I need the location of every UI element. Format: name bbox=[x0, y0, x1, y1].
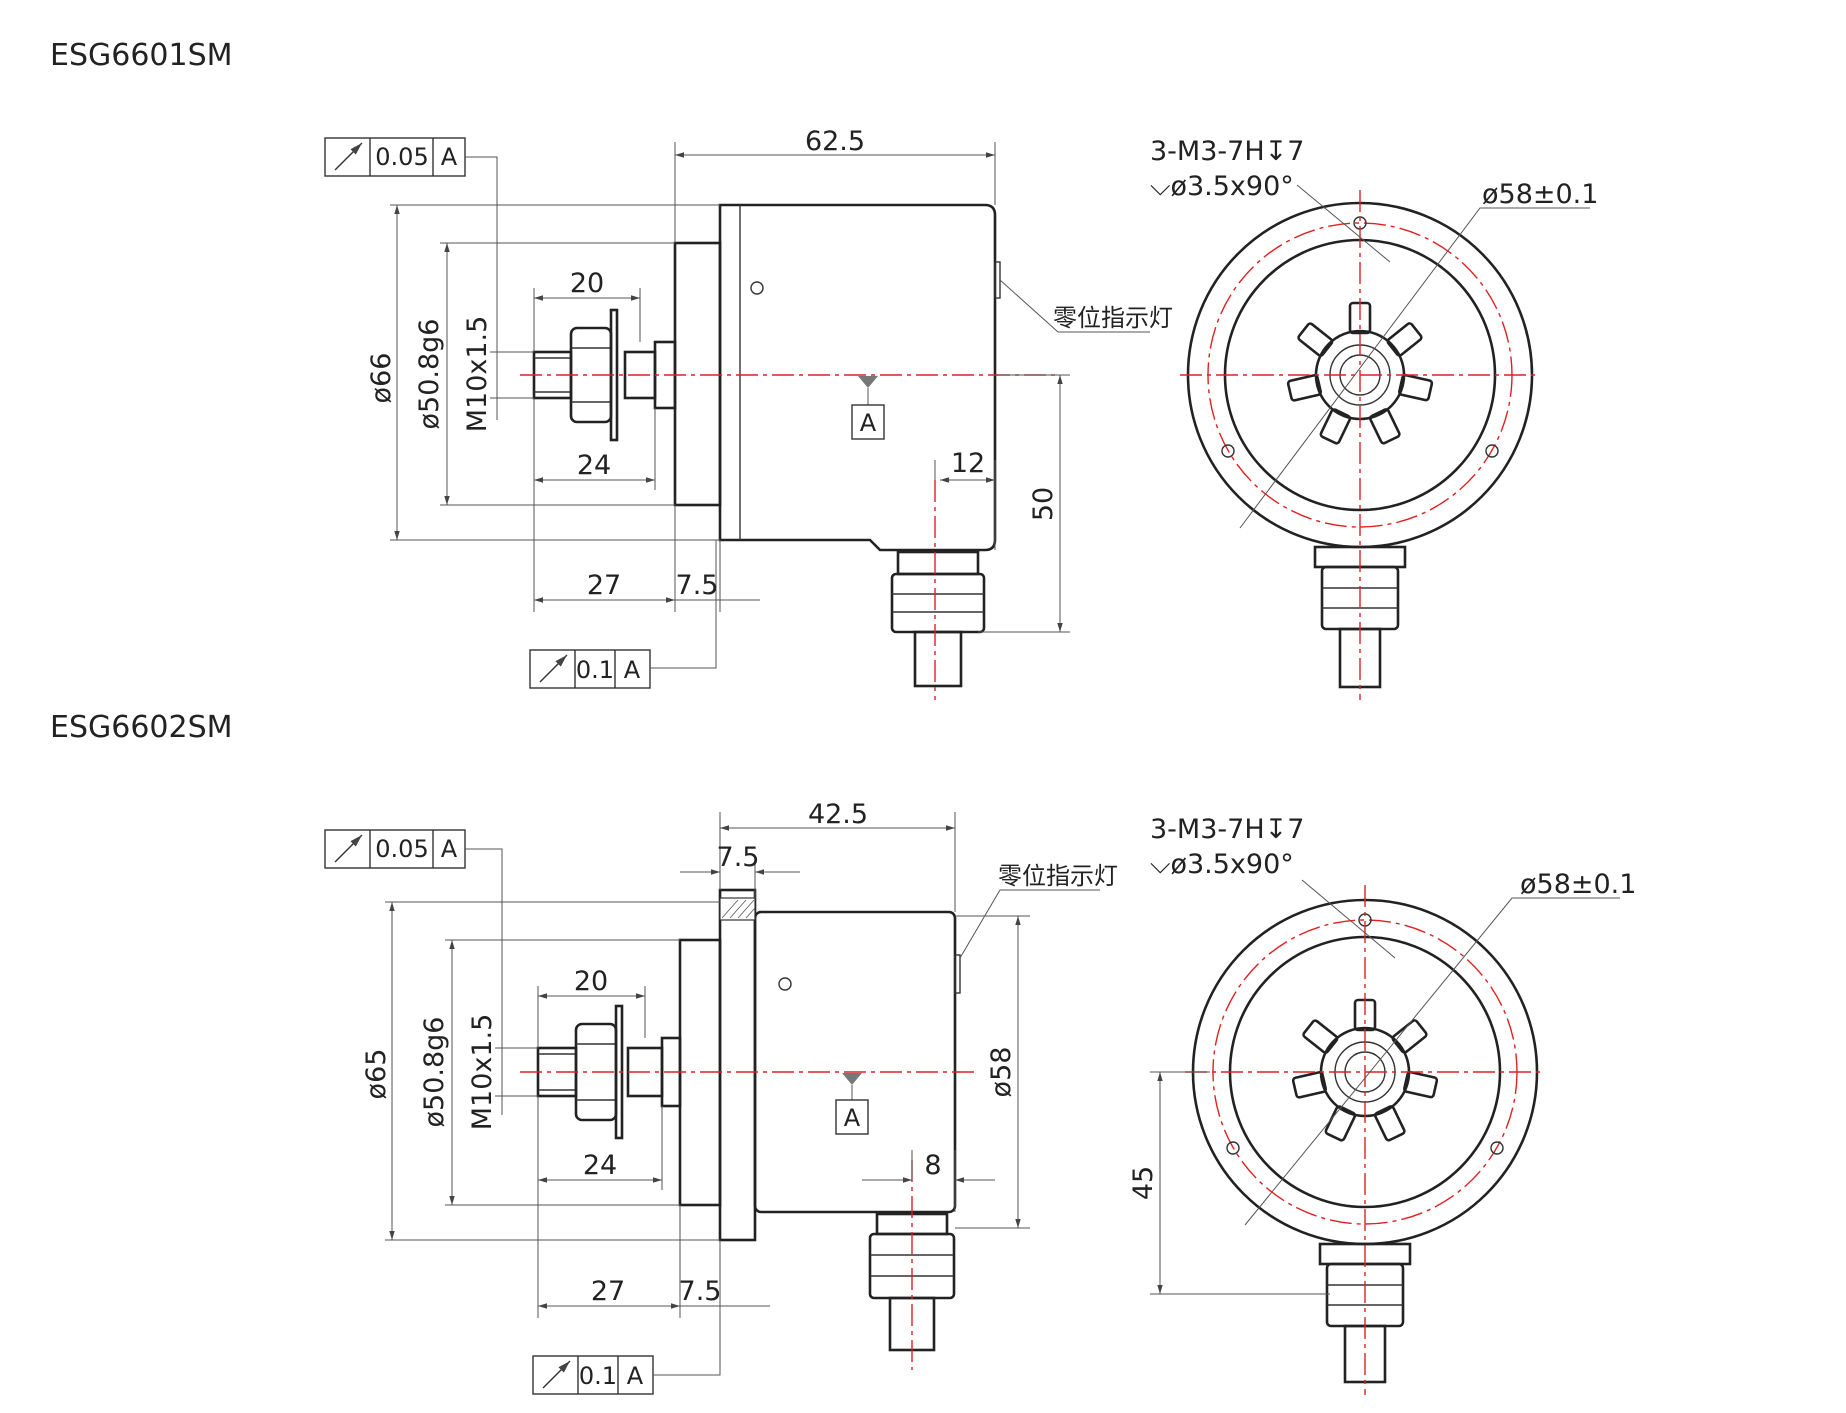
svg-text:A: A bbox=[441, 143, 458, 171]
svg-text:7.5: 7.5 bbox=[676, 570, 719, 601]
connector-height-dim: 45 bbox=[1128, 1166, 1159, 1200]
dim-body-dia: ø58 bbox=[955, 915, 1030, 1229]
svg-text:零位指示灯: 零位指示灯 bbox=[1053, 304, 1173, 332]
svg-text:A: A bbox=[624, 656, 641, 684]
dim-thread: M10x1.5 bbox=[467, 1014, 538, 1131]
dim-outer-dia: ø66 bbox=[366, 204, 720, 541]
svg-text:ø66: ø66 bbox=[366, 353, 397, 404]
housing-outline bbox=[718, 203, 997, 552]
svg-text:50: 50 bbox=[1028, 487, 1059, 521]
dim-nut-length: 20 bbox=[533, 268, 641, 352]
dim-shaft-length: 24 bbox=[533, 398, 656, 490]
drawing-esg6601sm: ESG6601SM bbox=[50, 38, 1598, 700]
bolt-circle-dim: ø58±0.1 bbox=[1520, 869, 1636, 900]
svg-text:8: 8 bbox=[924, 1150, 941, 1181]
svg-text:ø58: ø58 bbox=[986, 1047, 1017, 1098]
datum-a: A bbox=[851, 376, 885, 440]
svg-text:零位指示灯: 零位指示灯 bbox=[998, 862, 1118, 890]
svg-text:M10x1.5: M10x1.5 bbox=[462, 316, 493, 433]
screw-icon bbox=[750, 281, 764, 295]
connector-gland bbox=[890, 572, 986, 634]
dim-connector-offset: 8 bbox=[862, 1150, 995, 1212]
svg-text:20: 20 bbox=[574, 966, 608, 997]
svg-text:ø50.8g6: ø50.8g6 bbox=[414, 319, 445, 430]
hole-spec: 3-M3-7H↧7 bbox=[1150, 814, 1304, 845]
svg-text:62.5: 62.5 bbox=[805, 126, 865, 157]
indicator-leader: 零位指示灯 bbox=[959, 862, 1118, 959]
tolerance-frame-bottom: 0.1 A bbox=[529, 540, 717, 689]
svg-text:24: 24 bbox=[577, 450, 611, 481]
tolerance-frame-bottom: 0.1 A bbox=[532, 1240, 721, 1395]
screw-icon bbox=[778, 977, 792, 991]
dim-nut-length: 20 bbox=[537, 966, 646, 1048]
zero-indicator bbox=[954, 954, 961, 994]
svg-text:7.5: 7.5 bbox=[679, 1276, 722, 1307]
svg-text:42.5: 42.5 bbox=[808, 799, 868, 830]
svg-text:0.05: 0.05 bbox=[375, 835, 428, 863]
dim-shaft-length: 24 bbox=[537, 1096, 663, 1190]
dim-connector-offset: 12 bbox=[934, 448, 996, 550]
mounting-hole bbox=[1221, 444, 1235, 458]
hole-spec: ⌵ø3.5x90° bbox=[1150, 171, 1294, 202]
mounting-hole bbox=[1485, 444, 1499, 458]
bolt-circle-dim: ø58±0.1 bbox=[1482, 179, 1598, 210]
dim-spigot-dia: ø50.8g6 bbox=[414, 242, 675, 506]
svg-text:20: 20 bbox=[570, 268, 604, 299]
svg-text:A: A bbox=[627, 1362, 644, 1390]
svg-text:ø50.8g6: ø50.8g6 bbox=[419, 1017, 450, 1128]
svg-text:ø65: ø65 bbox=[361, 1049, 392, 1100]
dim-outer-dia: ø65 bbox=[361, 901, 720, 1241]
svg-text:A: A bbox=[860, 409, 877, 437]
svg-text:24: 24 bbox=[583, 1150, 617, 1181]
dim-connector-height: 50 bbox=[978, 374, 1070, 633]
svg-text:27: 27 bbox=[587, 570, 621, 601]
tolerance-frame-top: 0.05 A bbox=[324, 829, 503, 1035]
svg-text:M10x1.5: M10x1.5 bbox=[467, 1014, 498, 1131]
dim-shaft-base: 27 7.5 bbox=[533, 490, 760, 612]
dim-shaft-base: 27 7.5 bbox=[537, 1190, 770, 1318]
indicator-leader: 零位指示灯 bbox=[999, 279, 1173, 333]
dim-spigot-dia: ø50.8g6 bbox=[419, 939, 680, 1206]
svg-text:7.5: 7.5 bbox=[717, 842, 760, 873]
drawing-esg6602sm: ESG6602SM bbox=[50, 710, 1636, 1395]
flange bbox=[673, 241, 722, 507]
svg-text:A: A bbox=[441, 835, 458, 863]
svg-text:0.1: 0.1 bbox=[579, 1362, 617, 1390]
svg-text:0.05: 0.05 bbox=[375, 143, 428, 171]
front-view: 0.05 A 0.1 A A bbox=[324, 799, 1118, 1395]
dim-length: 62.5 bbox=[674, 126, 996, 243]
tolerance-frame-top: 0.05 A bbox=[324, 137, 498, 340]
dim-length: 42.5 bbox=[719, 799, 956, 912]
model-title: ESG6602SM bbox=[50, 710, 233, 745]
hole-spec: ⌵ø3.5x90° bbox=[1150, 849, 1294, 880]
datum-a: A bbox=[835, 1073, 869, 1135]
dim-thread: M10x1.5 bbox=[462, 316, 534, 433]
svg-text:A: A bbox=[844, 1104, 861, 1132]
dim-flange-top: 7.5 bbox=[680, 842, 800, 898]
hole-spec: 3-M3-7H↧7 bbox=[1150, 136, 1304, 167]
flange-plate bbox=[718, 888, 757, 1242]
model-title: ESG6601SM bbox=[50, 38, 233, 73]
svg-text:0.1: 0.1 bbox=[576, 656, 614, 684]
side-view: 3-M3-7H↧7 ⌵ø3.5x90° ø58±0.1 bbox=[1150, 136, 1598, 700]
side-view: 3-M3-7H↧7 ⌵ø3.5x90° ø58±0.1 45 bbox=[1128, 814, 1636, 1395]
front-view: 0.05 A 0.1 A A bbox=[324, 126, 1173, 700]
cable bbox=[913, 630, 963, 688]
svg-text:12: 12 bbox=[951, 448, 985, 479]
connector-base bbox=[896, 550, 980, 576]
svg-text:27: 27 bbox=[591, 1276, 625, 1307]
